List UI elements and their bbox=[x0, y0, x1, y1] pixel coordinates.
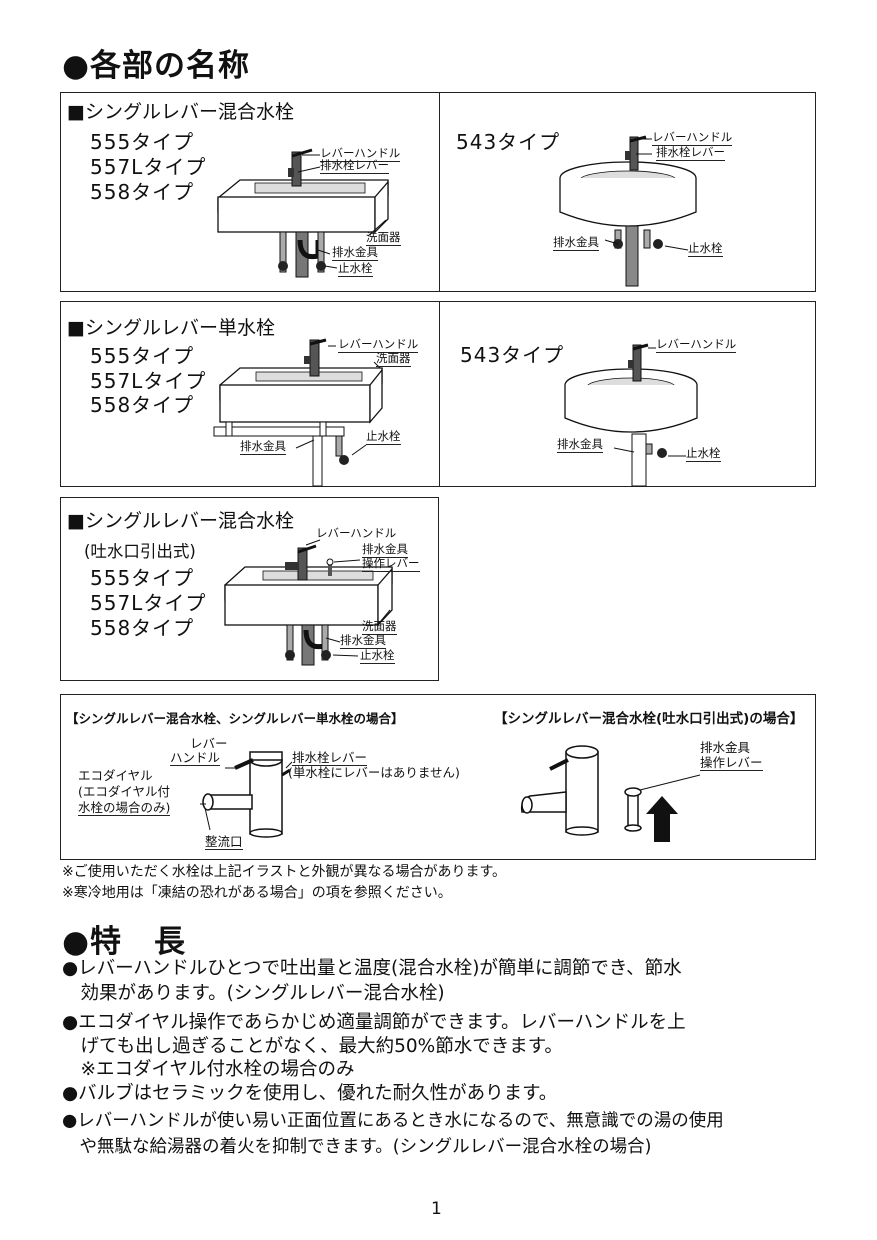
diagram-box-mixing-faucet bbox=[60, 92, 816, 292]
label-eco-dial-note-1: (エコダイヤル付 bbox=[78, 784, 171, 799]
diagram-box-single-faucet bbox=[60, 301, 816, 487]
feature-line: ●エコダイヤル操作であらかじめ適量調節ができます。レバーハンドルを上 bbox=[62, 1012, 686, 1033]
label-drain-fitting: 排水金具 bbox=[553, 235, 599, 251]
label-stop-valve: 止水栓 bbox=[360, 648, 395, 664]
page-number: 1 bbox=[431, 1199, 442, 1219]
detail-heading-standard: 【シングルレバー混合水栓、シングルレバー単水栓の場合】 bbox=[66, 711, 404, 726]
box-title: ■シングルレバー混合水栓 bbox=[67, 510, 294, 532]
label-drain-op-1: 排水金具 bbox=[362, 542, 408, 558]
label-drain-lever: 排水栓レバー bbox=[292, 750, 368, 766]
diagram-box-pullout-faucet bbox=[60, 497, 439, 681]
label-drain-op-1: 排水金具 bbox=[700, 740, 751, 755]
label-stop-valve: 止水栓 bbox=[688, 241, 723, 257]
label-eco-dial: エコダイヤル bbox=[78, 768, 153, 783]
type-558: 558タイプ bbox=[90, 616, 195, 640]
type-555: 555タイプ bbox=[90, 566, 195, 590]
type-555: 555タイプ bbox=[90, 130, 195, 154]
type-557l: 557Lタイプ bbox=[90, 591, 207, 615]
label-basin: 洗面器 bbox=[362, 619, 397, 635]
feature-line: ●バルブはセラミックを使用し、優れた耐久性があります。 bbox=[62, 1083, 558, 1104]
type-558: 558タイプ bbox=[90, 393, 195, 417]
note-appearance: ※ご使用いただく水栓は上記イラストと外観が異なる場合があります。 bbox=[62, 864, 507, 880]
type-557l: 557Lタイプ bbox=[90, 155, 207, 179]
label-stop-valve: 止水栓 bbox=[366, 429, 401, 445]
divider bbox=[439, 301, 440, 487]
label-drain-fitting: 排水金具 bbox=[332, 245, 378, 261]
label-drain-lever: 排水栓レバー bbox=[320, 158, 389, 174]
type-555: 555タイプ bbox=[90, 344, 195, 368]
label-eco-dial-note-2: 水栓の場合のみ) bbox=[78, 800, 171, 816]
label-basin: 洗面器 bbox=[366, 230, 401, 246]
label-drain-fitting: 排水金具 bbox=[557, 437, 603, 453]
section-title-features: ●特 長 bbox=[62, 924, 187, 960]
type-557l: 557Lタイプ bbox=[90, 369, 207, 393]
label-basin: 洗面器 bbox=[376, 351, 411, 367]
feature-line: ●レバーハンドルが使い易い正面位置にあるとき水になるので、無意識での湯の使用 bbox=[62, 1111, 724, 1131]
label-lever-handle: レバーハンドル bbox=[338, 337, 419, 353]
feature-line: ●レバーハンドルひとつで吐出量と温度(混合水栓)が簡単に調節でき、節水 bbox=[62, 958, 682, 979]
label-lever: レバー bbox=[190, 736, 228, 751]
section-title-part-names: ●各部の名称 bbox=[62, 48, 251, 84]
diagram-box-faucet-detail bbox=[60, 694, 816, 860]
label-lever-handle: レバーハンドル bbox=[320, 146, 401, 162]
label-stop-valve: 止水栓 bbox=[338, 261, 373, 277]
label-drain-fitting: 排水金具 bbox=[340, 633, 386, 649]
label-aerator: 整流口 bbox=[205, 834, 243, 850]
label-lever-handle: レバーハンドル bbox=[316, 526, 397, 540]
label-drain-note: (単水栓にレバーはありません) bbox=[288, 765, 460, 780]
label-drain-op-2: 操作レバー bbox=[700, 755, 763, 771]
label-handle: ハンドル bbox=[170, 750, 221, 766]
type-558: 558タイプ bbox=[90, 180, 195, 204]
feature-line: げても出し過ぎることがなく、最大約50%節水できます。 bbox=[62, 1036, 563, 1057]
type-543: 543タイプ bbox=[456, 130, 561, 154]
feature-line: 効果があります。(シングルレバー混合水栓) bbox=[62, 983, 445, 1004]
label-stop-valve: 止水栓 bbox=[686, 446, 721, 462]
feature-line: ※エコダイヤル付水栓の場合のみ bbox=[62, 1059, 355, 1080]
type-543: 543タイプ bbox=[460, 343, 565, 367]
box-subtitle: (吐水口引出式) bbox=[84, 542, 196, 561]
box-title: ■シングルレバー単水栓 bbox=[67, 317, 275, 339]
label-drain-fitting: 排水金具 bbox=[240, 439, 286, 455]
label-drain-lever: 排水栓レバー bbox=[656, 145, 725, 161]
label-drain-op-2: 操作レバー bbox=[362, 556, 420, 572]
label-lever-handle: レバーハンドル bbox=[656, 337, 737, 353]
box-title: ■シングルレバー混合水栓 bbox=[67, 101, 294, 123]
feature-line: や無駄な給湯器の着火を抑制できます。(シングルレバー混合水栓の場合) bbox=[62, 1137, 652, 1157]
detail-heading-pullout: 【シングルレバー混合水栓(吐水口引出式)の場合】 bbox=[494, 711, 804, 727]
label-lever-handle: レバーハンドル bbox=[652, 130, 733, 146]
note-cold-region: ※寒冷地用は「凍結の恐れがある場合」の項を参照ください。 bbox=[62, 885, 452, 901]
divider bbox=[439, 92, 440, 292]
